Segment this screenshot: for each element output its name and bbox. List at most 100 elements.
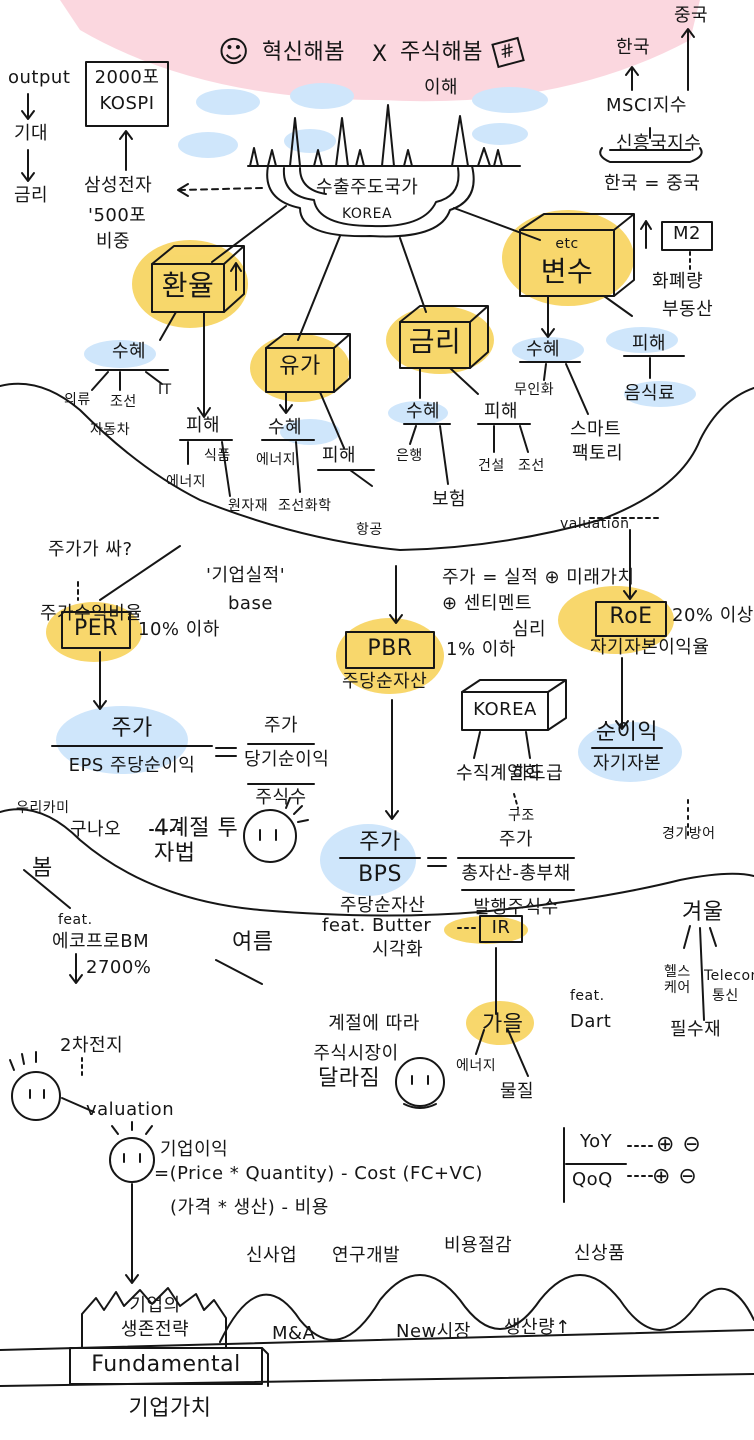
question-cheap: 주가가 싸? (48, 539, 133, 560)
yoy-plus-minus: ⊕ ⊖ (656, 1132, 702, 1157)
summer-note3: 달라짐 (318, 1066, 381, 1091)
fx-item-auto: 자동차 (90, 422, 131, 438)
per-ratio-label: 주가수익비율 (40, 603, 143, 624)
kospi-line2: KOSPI (99, 93, 155, 114)
rate-benefit-insurance: 보험 (432, 489, 467, 510)
factor-etc-label2: 변수 (540, 255, 594, 288)
pbr-label: PBR (367, 636, 413, 661)
samsung-weight: 비중 (96, 231, 131, 252)
title-sub-understand: 이해 (424, 77, 459, 98)
fx-benefit: 수혜 (112, 341, 147, 362)
bps-def: 주당순자산 (340, 895, 426, 916)
fall-material: 물질 (500, 1081, 535, 1102)
survival-line1: 기업의 (129, 1295, 181, 1316)
export-country-label: 수출주도국가 (316, 177, 419, 198)
roe-note: 20% 이상 (672, 605, 754, 626)
summer-visual: 시각화 (372, 939, 424, 960)
profit-label: 기업이익 (160, 1139, 229, 1160)
m2-label: M2 (673, 223, 701, 244)
lynch-four-seasons: 4계절 투자법 (154, 816, 239, 867)
summer-note2: 주식시장이 (313, 1043, 399, 1064)
pbr-note: 1% 이하 (446, 639, 516, 660)
korea-structure: 구조 (508, 808, 535, 824)
oil-harm: 피해 (322, 445, 357, 466)
low-mna: M&A (272, 1323, 316, 1344)
per-label: PER (74, 616, 118, 641)
bps-eq-denominator: 발행주식수 (473, 897, 559, 918)
winter-telecom: Telecom (704, 968, 754, 984)
samsung-share: '500포 (88, 205, 147, 226)
output-label: output (8, 67, 71, 88)
spring-ecopro: 에코프로BM (52, 931, 150, 952)
price-formula-line1: 주가 = 실적 ⊕ 미래가치 (442, 567, 635, 588)
msci-korea-top: 한국 (616, 37, 651, 58)
korea-vertical: 수직계열화 (456, 763, 542, 784)
season-spring: 봄 (32, 856, 53, 881)
survival-line2: 생존전략 (120, 1319, 190, 1340)
fx-harm-raw: 원자재 (228, 498, 269, 514)
title-x: X (372, 42, 388, 67)
price-formula-sentiment: 심리 (512, 619, 547, 640)
lynch-line2: 구나오 (70, 819, 122, 840)
title-part-innovation: 혁신해봄 (262, 40, 345, 65)
bps-fraction-denominator: BPS (358, 862, 402, 887)
roe-label: RoE (609, 604, 653, 629)
fall-feat: feat. (570, 988, 605, 1004)
summer-note1: 계절에 따라 (328, 1013, 420, 1034)
etc-harm: 피해 (632, 333, 667, 354)
low-production: 생산량↑ (504, 1317, 571, 1338)
kospi-line1: 2000포 (94, 67, 160, 88)
low-new-market: New시장 (396, 1321, 471, 1342)
bps-eq-numerator: 주가 (498, 829, 534, 850)
oil-benefit-energy: 에너지 (256, 452, 297, 468)
etc-harm-food: 음식료 (624, 383, 676, 404)
fx-item-shipbuilding: 조선 (110, 394, 137, 410)
spring-feat: feat. (58, 912, 93, 928)
rate-harm: 피해 (484, 401, 519, 422)
msci-china-top: 중국 (674, 5, 709, 26)
oil-benefit: 수혜 (268, 417, 303, 438)
msci-korea-china: 한국 = 중국 (604, 173, 701, 194)
roe-numerator: 순이익 (595, 720, 659, 745)
profit-formula-en: =(Price * Quantity) - Cost (FC+VC) (154, 1163, 483, 1184)
per-eq-middle: 당기순이익 (244, 749, 330, 770)
roe-def: 자기자본이익율 (590, 637, 710, 658)
rate-harm-shipbuilding: 조선 (518, 458, 545, 474)
rate-benefit: 수혜 (406, 401, 441, 422)
price-formula-line2: ⊕ 센티멘트 (442, 593, 533, 614)
etc-benefit: 수혜 (526, 339, 561, 360)
spring-percent: 2700% (86, 957, 152, 978)
per-eq-numerator: 주가 (263, 715, 299, 736)
summer-feat: feat. Butter (322, 915, 432, 936)
factor-etc-label1: etc (555, 236, 579, 252)
etc-benefit-factory: 팩토리 (572, 443, 624, 464)
factor-fx-label: 환율 (161, 269, 215, 302)
wave-new-product: 신상품 (574, 1243, 626, 1264)
per-note: 10% 이하 (138, 619, 220, 640)
profit-formula-kr: (가격 * 생산) - 비용 (170, 1197, 329, 1218)
fx-item-clothing: 의류 (64, 392, 91, 408)
korea-box-label: KOREA (473, 699, 537, 720)
season-summer: 여름 (232, 930, 274, 955)
enterprise-value: 기업가치 (128, 1396, 212, 1421)
fx-item-it: IT (158, 382, 172, 398)
winter-defense: 경기방어 (662, 826, 716, 842)
oil-harm-airline: 항공 (356, 522, 383, 538)
fx-harm: 피해 (186, 415, 221, 436)
korea-subcontract: 하도급 (512, 763, 564, 784)
qoq-plus-minus: ⊕ ⊖ (652, 1164, 698, 1189)
rate-benefit-bank: 은행 (396, 448, 423, 464)
fall-dart: Dart (570, 1011, 612, 1032)
pbr-def: 주당순자산 (342, 671, 428, 692)
korea-label: KOREA (342, 206, 393, 222)
per-fraction-denominator: EPS 주당순이익 (68, 755, 196, 776)
etc-benefit-smart: 스마트 (570, 419, 622, 440)
yoy-label: YoY (580, 1131, 613, 1152)
per-eq-denominator: 주식수 (255, 787, 307, 808)
m2-real-estate: 부동산 (662, 299, 714, 320)
winter-health: 헬스케어 (664, 964, 691, 997)
factor-rate-label: 금리 (408, 325, 462, 358)
wave-new-business: 신사업 (246, 1245, 298, 1266)
bps-fraction-numerator: 주가 (359, 830, 401, 855)
winter-staples: 필수재 (670, 1019, 722, 1040)
